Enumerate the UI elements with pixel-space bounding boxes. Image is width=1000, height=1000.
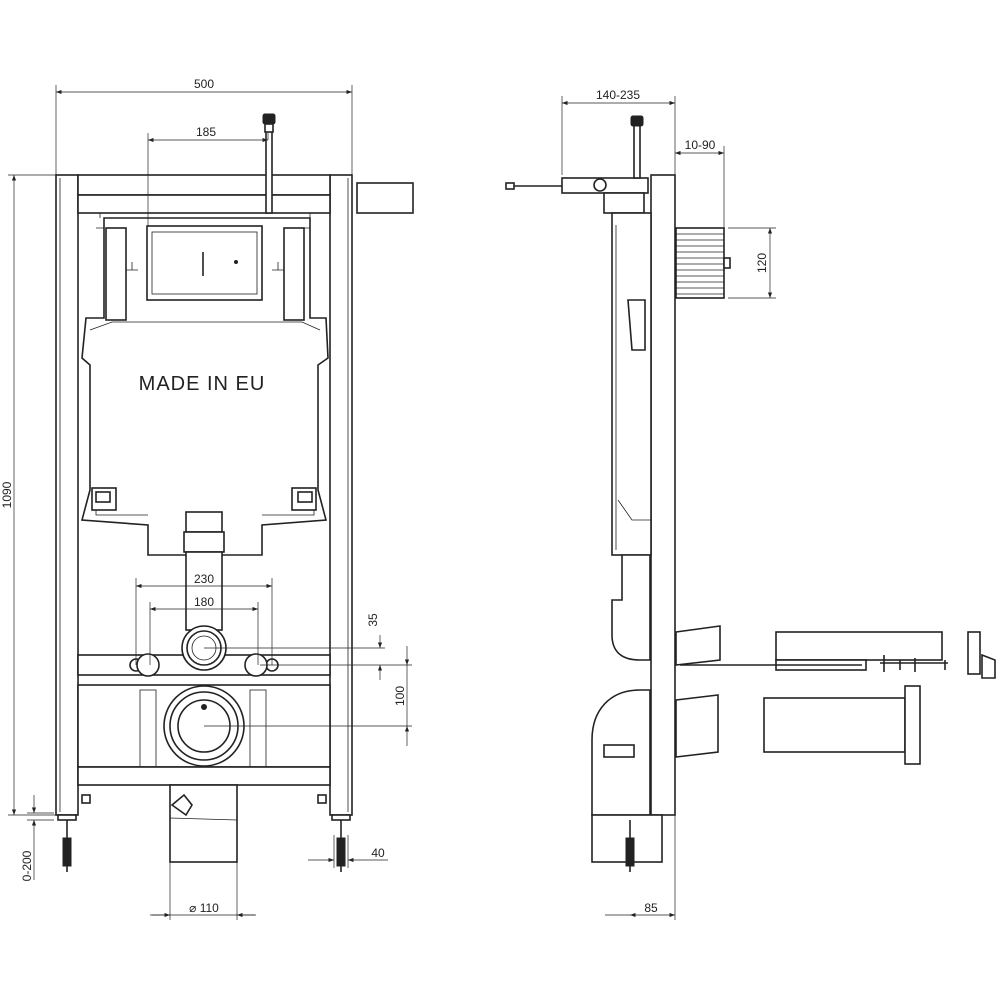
valve-icon — [262, 113, 276, 214]
right-foot — [317, 794, 351, 872]
front-view: MADE IN EU — [0, 77, 414, 920]
svg-text:500: 500 — [194, 77, 214, 91]
svg-text:120: 120 — [755, 253, 769, 273]
svg-text:0-200: 0-200 — [20, 850, 34, 881]
dim-width: 500 — [55, 77, 353, 175]
svg-text:10-90: 10-90 — [685, 138, 716, 152]
flush-plate — [356, 182, 414, 214]
svg-text:180: 180 — [194, 595, 214, 609]
svg-text:100: 100 — [393, 686, 407, 706]
flush-panel — [675, 227, 725, 299]
left-post — [55, 174, 79, 816]
dim-35: 35 — [204, 613, 412, 680]
left-foot — [57, 794, 91, 872]
dim-drain-diameter: ⌀ 110 — [150, 862, 256, 920]
right-post — [329, 174, 353, 816]
dim-230: 230 — [135, 572, 273, 665]
dim-100: 100 — [204, 646, 412, 746]
dim-leg-adjust: 0-200 — [20, 795, 54, 881]
top-rail — [77, 174, 331, 196]
dim-10-90: 10-90 — [675, 138, 725, 228]
side-frame-post — [650, 174, 676, 816]
dim-140-235: 140-235 — [561, 88, 676, 175]
drain-pipe — [169, 784, 238, 863]
dim-185: 185 — [147, 125, 269, 226]
svg-text:40: 40 — [371, 846, 385, 860]
flush-box — [146, 225, 263, 301]
dim-40: 40 — [308, 835, 388, 868]
side-view: 140-235 10-90 120 85 — [505, 88, 996, 920]
svg-text:1090: 1090 — [0, 481, 14, 508]
crossbar-lower — [77, 766, 331, 786]
dim-120: 120 — [728, 227, 776, 299]
cistern-body — [80, 217, 329, 556]
svg-text:185: 185 — [196, 125, 216, 139]
svg-text:140-235: 140-235 — [596, 88, 640, 102]
svg-text:85: 85 — [644, 901, 658, 915]
svg-text:35: 35 — [366, 613, 380, 627]
dim-180: 180 — [149, 595, 259, 665]
made-in-eu-label: MADE IN EU — [139, 373, 266, 395]
accessories — [675, 625, 996, 765]
svg-text:230: 230 — [194, 572, 214, 586]
svg-text:⌀ 110: ⌀ 110 — [189, 901, 219, 915]
dim-height: 1090 — [0, 174, 56, 816]
panel-ribs — [676, 233, 724, 295]
dim-85: 85 — [605, 815, 676, 920]
side-cistern — [611, 212, 652, 556]
